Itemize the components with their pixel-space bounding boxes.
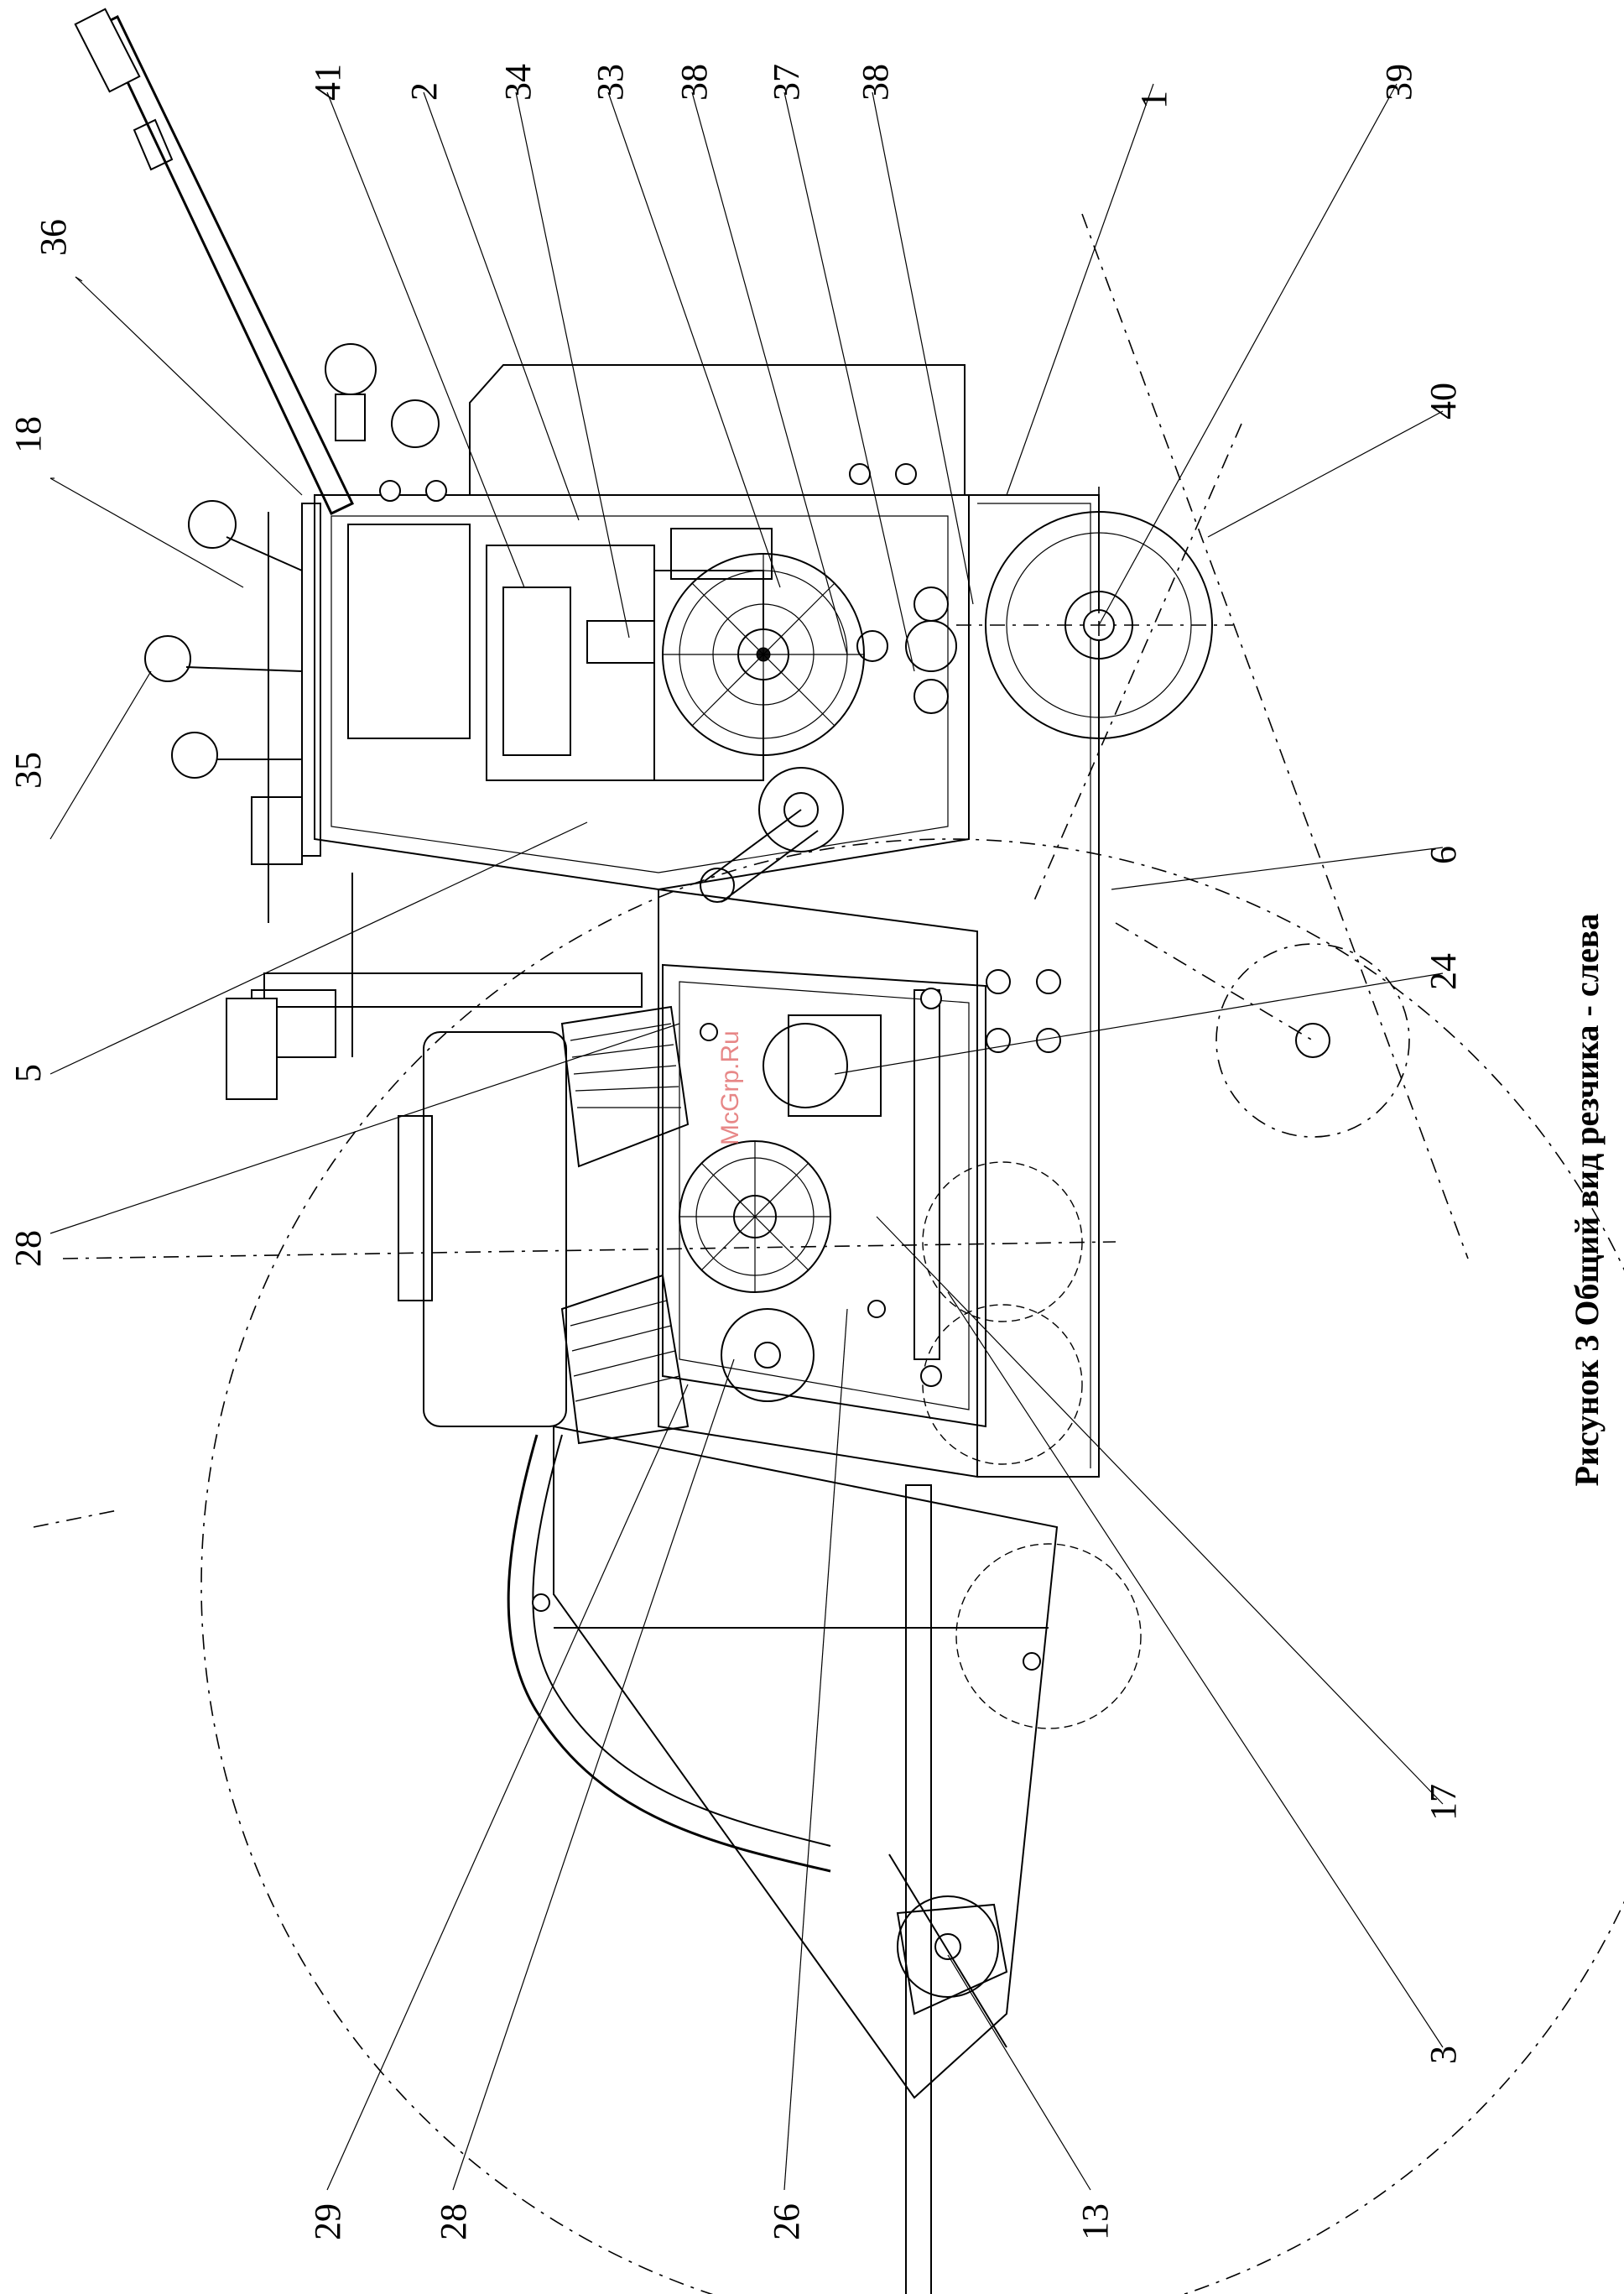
callout-34: 34 xyxy=(497,64,539,101)
callout-26: 26 xyxy=(766,2203,807,2240)
callout-36: 36 xyxy=(33,219,74,256)
callout-18: 18 xyxy=(8,416,49,453)
callout-17: 17 xyxy=(1423,1784,1464,1821)
control-levers xyxy=(145,344,439,1099)
callout-28: 28 xyxy=(433,2203,474,2240)
drive-pulley xyxy=(700,768,843,902)
callout-24: 24 xyxy=(1423,953,1464,990)
engine-upper-assembly xyxy=(348,524,956,780)
callout-2: 2 xyxy=(403,82,445,101)
callout-40: 40 xyxy=(1423,383,1464,420)
callout-labels: 36 18 35 5 28 41 2 34 33 38 37 38 1 39 4… xyxy=(8,64,1464,2240)
watermark: McGrp.Ru xyxy=(716,1030,744,1145)
callout-41: 41 xyxy=(307,64,348,101)
callout-33: 33 xyxy=(590,64,631,101)
callout-1: 1 xyxy=(1133,91,1174,109)
callout-13: 13 xyxy=(1075,2203,1116,2240)
callout-38: 38 xyxy=(855,64,896,101)
rear-wheel xyxy=(956,487,1233,764)
callout-28: 28 xyxy=(8,1230,49,1267)
engine-lower-assembly xyxy=(398,965,986,1443)
callout-39: 39 xyxy=(1378,64,1419,101)
fuel-hose xyxy=(508,1435,830,1871)
callout-3: 3 xyxy=(1423,2046,1464,2064)
guard-motion-arcs xyxy=(1032,214,1468,1259)
callout-35: 35 xyxy=(8,752,49,789)
callout-37: 37 xyxy=(766,64,807,101)
callout-29: 29 xyxy=(307,2203,348,2240)
callout-6: 6 xyxy=(1423,846,1464,864)
callout-5: 5 xyxy=(8,1064,49,1082)
callout-38: 38 xyxy=(674,64,715,101)
figure-caption: Рисунок 3 Общий вид резчика - слева xyxy=(1568,914,1606,1487)
